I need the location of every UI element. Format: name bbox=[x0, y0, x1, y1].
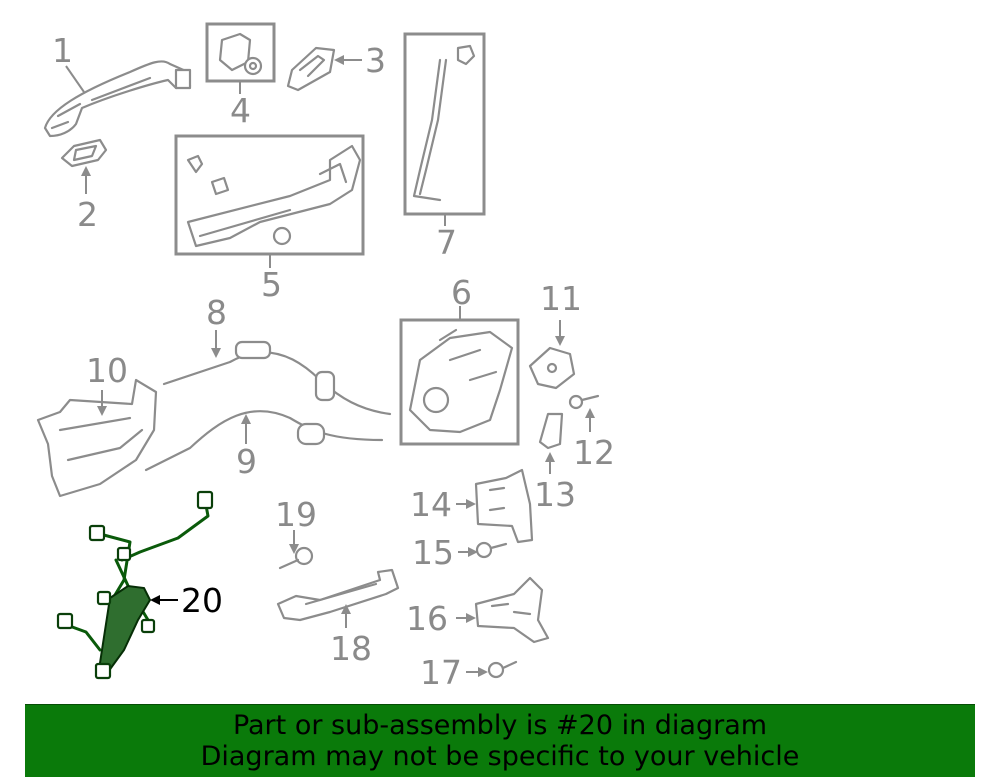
leader-18-arrow bbox=[341, 604, 351, 614]
part-3-trim bbox=[286, 46, 336, 92]
leader-8-arrow bbox=[211, 348, 221, 358]
part-9-cable bbox=[144, 410, 384, 472]
part-14-hinge bbox=[474, 468, 534, 544]
part-12-screw bbox=[568, 394, 600, 410]
callout-19: 19 bbox=[275, 495, 317, 534]
callout-20: 20 bbox=[181, 581, 223, 620]
leader-14-arrow bbox=[466, 499, 476, 509]
box-4 bbox=[205, 22, 276, 83]
part-11-striker bbox=[528, 346, 576, 390]
leader-2-arrow bbox=[81, 166, 91, 176]
callout-11: 11 bbox=[540, 279, 582, 318]
part-7-rod bbox=[412, 44, 476, 202]
callout-4: 4 bbox=[230, 91, 251, 130]
leader-10-arrow bbox=[97, 406, 107, 416]
info-banner: Part or sub-assembly is #20 in diagram D… bbox=[25, 704, 975, 777]
callout-7: 7 bbox=[436, 223, 457, 262]
callout-12: 12 bbox=[573, 433, 615, 472]
leader-15-arrow bbox=[468, 547, 478, 557]
part-6-latch bbox=[408, 328, 514, 434]
part-20-wiring-harness bbox=[56, 490, 214, 680]
callout-10: 10 bbox=[86, 351, 128, 390]
part-17-bolt bbox=[487, 660, 518, 679]
part-15-bolt bbox=[475, 541, 508, 559]
part-4-cap bbox=[218, 32, 263, 76]
leader-20-arrow bbox=[150, 595, 160, 605]
callout-13: 13 bbox=[534, 475, 576, 514]
banner-line-1: Part or sub-assembly is #20 in diagram bbox=[232, 710, 768, 741]
callout-15: 15 bbox=[412, 533, 454, 572]
callout-16: 16 bbox=[406, 599, 448, 638]
part-5-frame bbox=[186, 144, 362, 248]
leader-16-arrow bbox=[466, 613, 476, 623]
leader-1 bbox=[65, 65, 85, 93]
callout-2: 2 bbox=[77, 195, 98, 234]
box-5 bbox=[174, 134, 365, 256]
leader-13-arrow bbox=[545, 452, 555, 462]
box-7 bbox=[403, 32, 486, 216]
callout-17: 17 bbox=[420, 653, 462, 692]
banner-line-2: Diagram may not be specific to your vehi… bbox=[200, 741, 800, 772]
callout-14: 14 bbox=[410, 485, 452, 524]
leader-9-arrow bbox=[241, 414, 251, 424]
callout-6: 6 bbox=[451, 273, 472, 312]
callout-8: 8 bbox=[206, 293, 227, 332]
leader-19-arrow bbox=[289, 544, 299, 554]
part-18-door-check bbox=[276, 568, 400, 622]
leader-11-arrow bbox=[555, 336, 565, 346]
part-10-bracket bbox=[36, 378, 158, 498]
part-13-pad bbox=[538, 412, 564, 450]
callout-9: 9 bbox=[236, 442, 257, 481]
part-19-bolt bbox=[278, 546, 314, 570]
leader-17-arrow bbox=[478, 667, 488, 677]
callout-5: 5 bbox=[261, 265, 282, 304]
part-16-hinge bbox=[474, 576, 550, 644]
part-1-outer-handle bbox=[43, 60, 192, 138]
callout-3: 3 bbox=[365, 41, 386, 80]
part-8-cable bbox=[162, 340, 392, 416]
part-2-gasket bbox=[60, 138, 108, 168]
callout-1: 1 bbox=[52, 31, 73, 70]
leader-12-arrow bbox=[585, 408, 595, 418]
callout-18: 18 bbox=[330, 629, 372, 668]
leader-3-arrow bbox=[334, 55, 344, 65]
